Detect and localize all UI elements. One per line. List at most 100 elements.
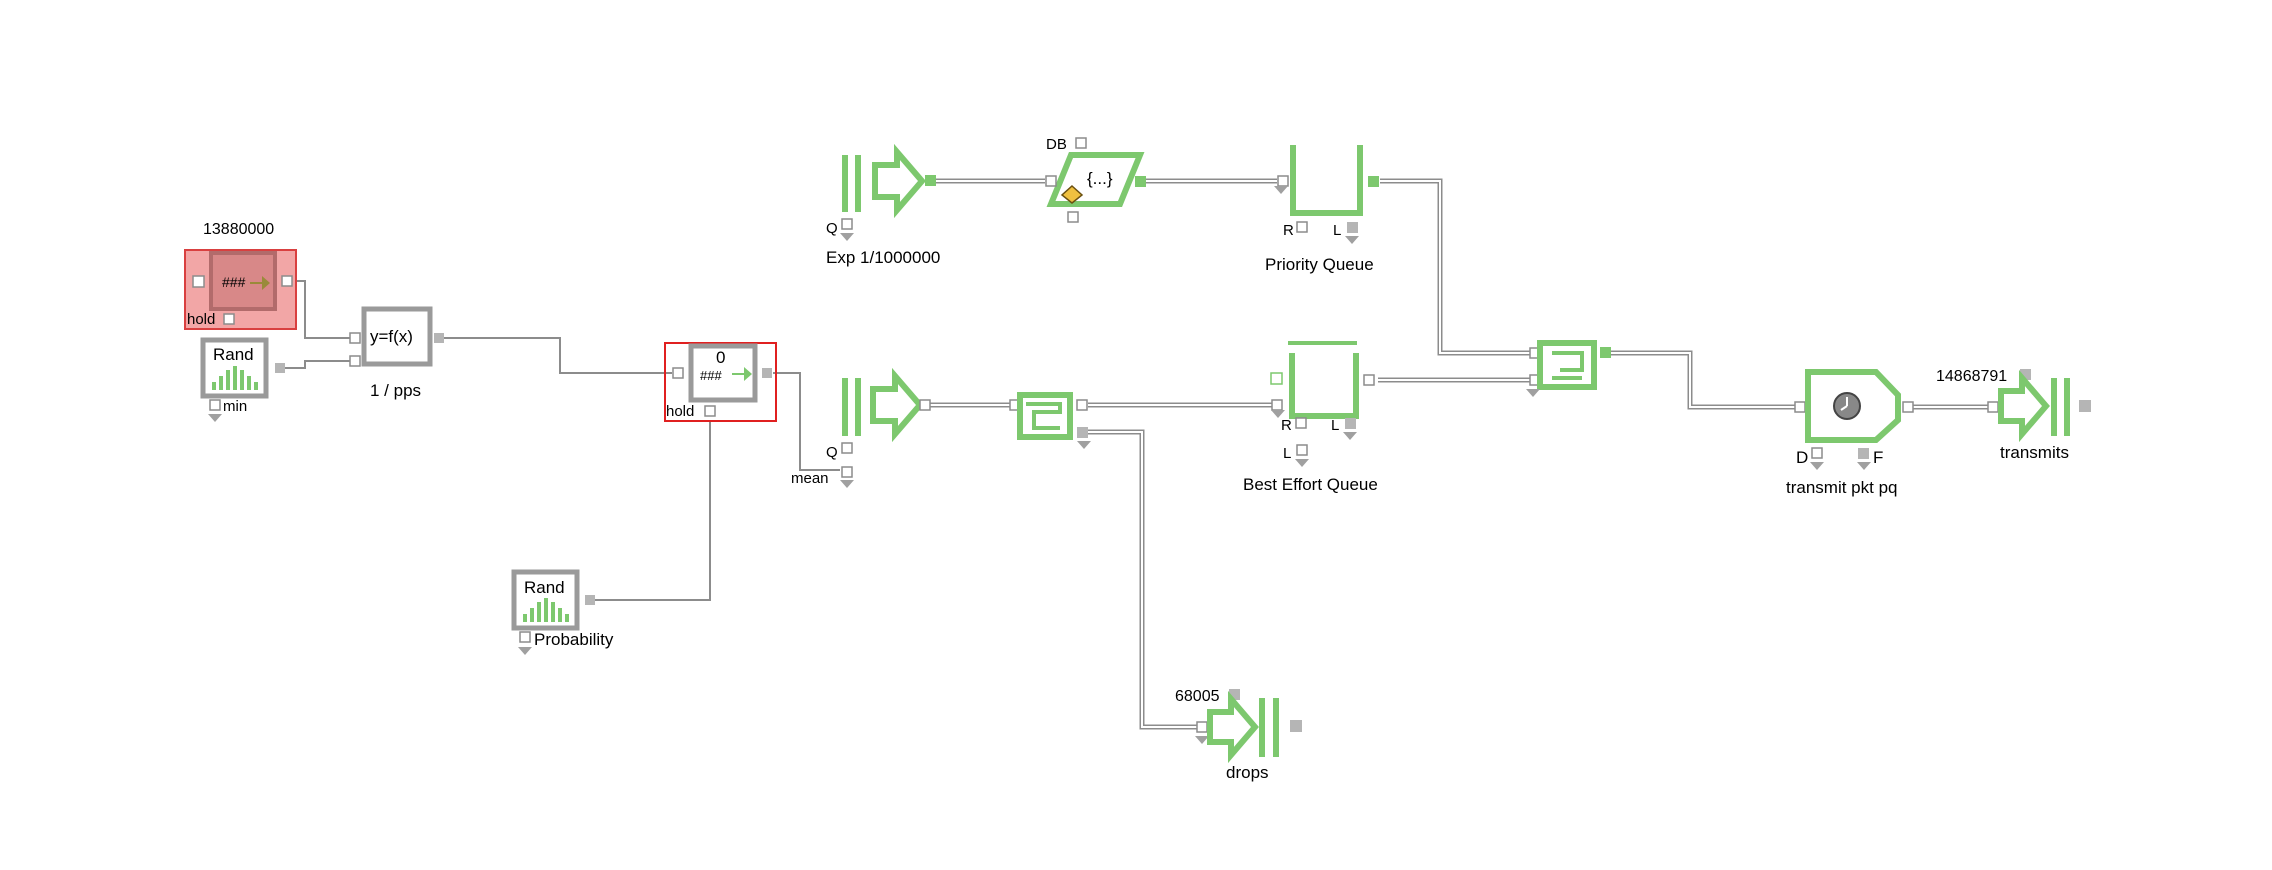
activity-body [1805,369,1901,443]
l-port[interactable] [1345,418,1356,429]
drops-label: drops [1226,763,1269,782]
output-port-top[interactable] [1076,399,1088,411]
connection-select-to-transmit[interactable] [1610,350,1795,410]
port-arrow-icon [1195,736,1209,744]
drops-exit-block[interactable]: 68005 drops [1175,688,1302,782]
q-port[interactable] [841,442,853,454]
hold-port[interactable] [223,313,235,325]
arrow-right-icon [1207,690,1259,764]
create-mean-block[interactable]: Q mean [791,367,931,488]
arrow-right-icon [250,276,270,290]
mean-port[interactable] [841,466,853,478]
transmits-exit-block[interactable]: 14868791 transmits [1936,368,2091,462]
bottom-port[interactable] [1067,211,1079,223]
output-port[interactable] [1902,401,1914,413]
set-db-block[interactable]: DB {...} [1045,136,1146,223]
connection-throw-to-drops[interactable] [1088,429,1202,730]
rand-title: Rand [524,578,565,597]
set-block-body [1046,152,1145,207]
input-port[interactable] [1987,401,1999,413]
output-port[interactable] [1363,374,1375,386]
rand-block-body [200,337,269,399]
l-port-label-bottom: L [1283,445,1291,462]
hash-symbol: ### [700,368,722,383]
port-arrow-icon [518,647,532,655]
count-port[interactable] [1229,689,1240,700]
equation-block[interactable]: y=f(x) 1 / pps [349,306,444,400]
q-port[interactable] [841,218,853,230]
connection-hold-to-create[interactable] [773,372,840,471]
input-port[interactable] [192,275,205,288]
input-port-2[interactable] [349,355,361,367]
create-exp-block[interactable]: Q Exp 1/1000000 [826,143,940,267]
histogram-icon [212,366,258,390]
output-port[interactable] [1135,176,1146,187]
hold-port-label: hold [187,311,215,328]
arrow-right-icon [732,367,752,381]
rand-probability-block[interactable]: Rand Probability [511,569,614,655]
connection-rand-to-hold[interactable] [595,420,711,601]
db-port[interactable] [1075,137,1087,149]
q-port-label: Q [826,444,838,461]
probability-port[interactable] [519,631,531,643]
clock-hold-value: 13880000 [203,221,274,238]
select-in-block[interactable] [1526,340,1611,397]
select-out-block[interactable] [1009,392,1091,449]
clock-hold-block[interactable]: 13880000 ### hold [184,221,297,330]
output-port[interactable] [762,368,772,378]
output-port[interactable] [2079,400,2091,412]
output-port[interactable] [434,333,444,343]
r-port-label: R [1283,222,1294,239]
best-effort-queue-block[interactable]: R L L Best Effort Queue [1243,341,1378,494]
input-port[interactable] [1271,399,1283,411]
output-port[interactable] [1368,176,1379,187]
transmits-label: transmits [2000,443,2069,462]
connections [285,178,1995,730]
priority-queue-block[interactable]: R L Priority Queue [1265,145,1379,274]
connection-rand-to-equation[interactable] [285,360,350,369]
output-port[interactable] [1600,347,1611,358]
input-port[interactable] [1277,175,1289,187]
set-symbol: {...} [1087,169,1113,188]
count-port[interactable] [2020,369,2031,380]
d-port[interactable] [1811,447,1823,459]
drops-count: 68005 [1175,688,1220,705]
min-port[interactable] [209,399,221,411]
connection-clock-to-equation[interactable] [292,280,350,339]
output-port[interactable] [1290,720,1302,732]
f-port[interactable] [1858,448,1869,459]
port-arrow-icon [840,480,854,488]
output-port[interactable] [281,275,293,287]
output-port[interactable] [925,175,936,186]
rand-min-block[interactable]: Rand min [200,337,285,422]
l-port[interactable] [1347,222,1358,233]
output-port[interactable] [585,595,595,605]
connection-equation-to-hold[interactable] [443,337,672,374]
routing-icon [1552,351,1584,380]
output-port-bottom[interactable] [1077,427,1088,438]
output-port[interactable] [275,363,285,373]
input-port[interactable] [1794,401,1806,413]
r-port[interactable] [1295,417,1307,429]
create-exp-label: Exp 1/1000000 [826,248,940,267]
r-port[interactable] [1296,221,1308,233]
input-port[interactable] [1045,175,1057,187]
connection-priority-to-select[interactable] [1380,178,1530,356]
input-port[interactable] [1196,721,1208,733]
db-port-label: DB [1046,136,1067,153]
l-port-bottom[interactable] [1296,444,1308,456]
input-port[interactable] [672,367,684,379]
queue-body [1289,353,1359,419]
rand-title: Rand [213,345,254,364]
select-body [1017,392,1073,440]
port-arrow-icon [1526,389,1540,397]
hold-block[interactable]: 0 ### hold [664,342,777,422]
histogram-icon [523,598,569,622]
hold-port[interactable] [704,405,716,417]
input-port-1[interactable] [349,332,361,344]
transmit-block[interactable]: D F transmit pkt pq [1786,369,1914,497]
port-arrow-icon [1345,236,1359,244]
input-port-top[interactable] [1270,372,1283,385]
output-port[interactable] [919,399,931,411]
